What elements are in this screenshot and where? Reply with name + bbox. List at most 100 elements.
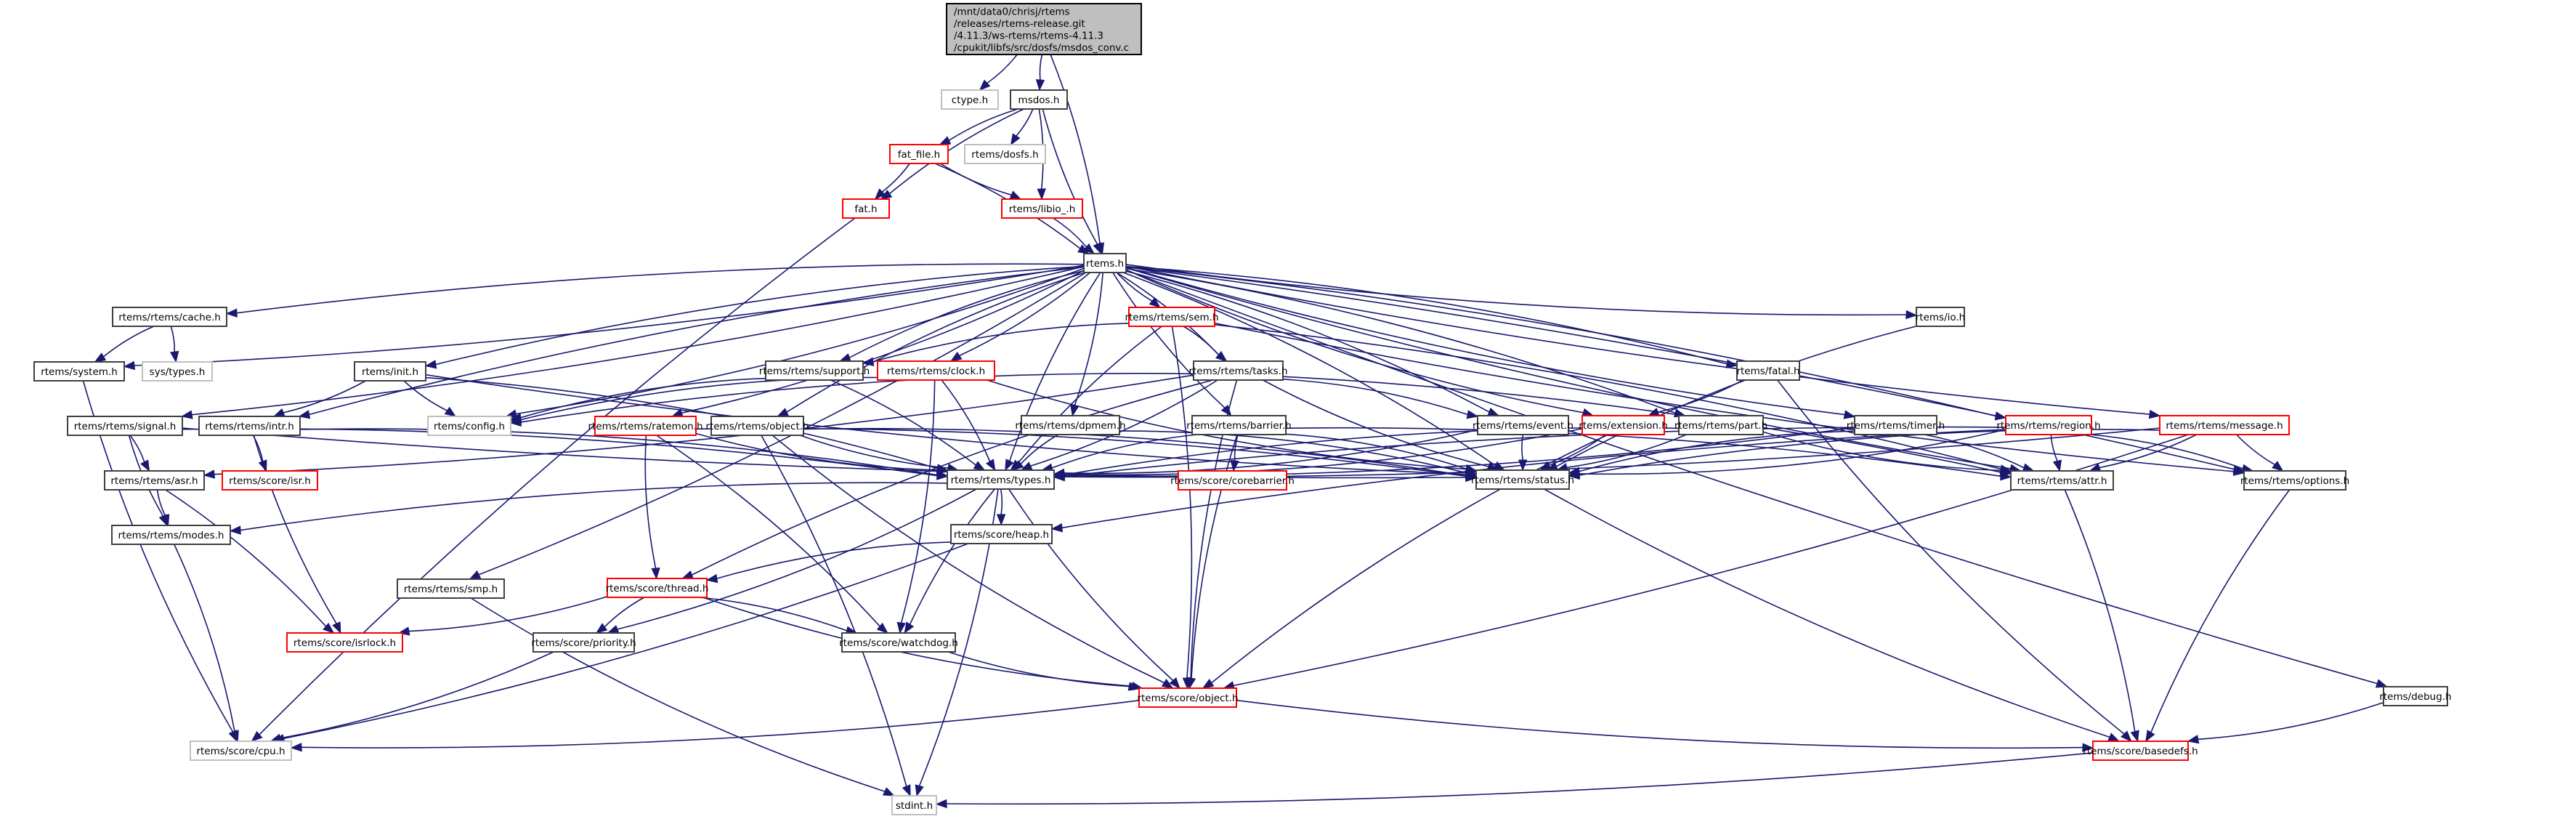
edge-line: [656, 435, 880, 627]
node-rtems[interactable]: rtems.h: [1083, 253, 1127, 273]
edge-line: [1544, 488, 2110, 738]
node-box: [842, 198, 890, 219]
node-label: rtems/rtems/tasks.h: [1188, 366, 1287, 377]
node-box: [198, 416, 301, 436]
edge-line: [941, 379, 991, 462]
node-signal[interactable]: rtems/rtems/signal.h: [67, 416, 183, 436]
node-box: [142, 361, 213, 382]
node-smp[interactable]: rtems/rtems/smp.h: [397, 578, 505, 599]
node-ratemon[interactable]: rtems/rtems/ratemon.h: [588, 416, 703, 436]
node-priority[interactable]: rtems/score/priority.h: [531, 632, 636, 653]
node-basedefs[interactable]: rtems/score/basedefs.h: [2083, 741, 2198, 761]
node-corebarrier[interactable]: rtems/score/corebarrier.h: [1170, 470, 1295, 491]
node-modes[interactable]: rtems/rtems/modes.h: [111, 525, 231, 545]
node-ctype: ctype.h: [941, 89, 999, 110]
arrowhead-icon: [1999, 466, 2012, 475]
edge-line: [699, 597, 847, 632]
node-options[interactable]: rtems/rtems/options.h: [2240, 470, 2349, 491]
edge-tasks-to-config: [509, 373, 1194, 427]
node-sem[interactable]: rtems/rtems/sem.h: [1125, 307, 1219, 327]
node-label: rtems/rtems/signal.h: [74, 421, 177, 432]
node-isr[interactable]: rtems/score/isr.h: [222, 470, 318, 491]
edge-support-to-types: [830, 379, 986, 471]
node-label: rtems/rtems/attr.h: [2017, 475, 2107, 487]
node-box: [1178, 470, 1287, 491]
node-types[interactable]: rtems/rtems/types.h: [947, 469, 1055, 490]
node-box: [190, 741, 292, 761]
node-box: [941, 89, 999, 110]
edge-line: [872, 323, 1130, 363]
node-root[interactable]: /mnt/data0/chrisj/rtems/releases/rtems-r…: [946, 3, 1142, 55]
arrowhead-icon: [838, 353, 851, 362]
node-status[interactable]: rtems/rtems/status.h: [1471, 469, 1574, 490]
edge-line: [2198, 701, 2384, 741]
node-clock[interactable]: rtems/rtems/clock.h: [877, 360, 995, 381]
node-label: rtems/rtems/support.h: [759, 366, 870, 377]
arrowhead-icon: [2187, 735, 2200, 744]
arrowhead-icon: [469, 570, 482, 580]
node-attr[interactable]: rtems/rtems/attr.h: [2010, 470, 2114, 491]
arrowhead-icon: [1035, 79, 1045, 92]
node-io[interactable]: rtems/io.h: [1916, 307, 1966, 327]
node-box: [67, 416, 183, 436]
node-extension[interactable]: rtems/extension.h: [1579, 415, 1668, 435]
node-box: [607, 578, 708, 598]
node-libio[interactable]: rtems/libio_.h: [1001, 198, 1083, 219]
node-region[interactable]: rtems/rtems/region.h: [1996, 415, 2101, 435]
node-tasks[interactable]: rtems/rtems/tasks.h: [1188, 360, 1288, 381]
node-init[interactable]: rtems/init.h: [354, 361, 426, 382]
edge-line: [173, 544, 235, 732]
edge-ratemon-to-watchdog: [656, 435, 888, 634]
edge-region-to-heap: [1050, 429, 2006, 533]
edge-line: [1236, 699, 2083, 749]
edge-line: [947, 651, 1130, 687]
node-barrier[interactable]: rtems/rtems/barrier.h: [1186, 415, 1292, 435]
edge-types-to-heap: [996, 488, 1006, 526]
node-event[interactable]: rtems/rtems/event.h: [1473, 415, 1573, 435]
node-label: stdint.h: [896, 800, 933, 812]
edge-intr-to-types: [299, 428, 949, 480]
node-asr[interactable]: rtems/rtems/asr.h: [104, 470, 205, 491]
node-box: [1475, 469, 1570, 490]
node-thread[interactable]: rtems/score/thread.h: [606, 578, 709, 598]
node-fatal[interactable]: rtems/fatal.h: [1736, 360, 1800, 381]
node-isrlock[interactable]: rtems/score/isrlock.h: [286, 632, 403, 653]
node-part[interactable]: rtems/rtems/part.h: [1674, 415, 1767, 435]
node-msdos[interactable]: msdos.h: [1010, 89, 1068, 110]
arrowhead-icon: [140, 459, 150, 472]
node-box: [1138, 687, 1237, 708]
node-cache[interactable]: rtems/rtems/cache.h: [112, 307, 227, 327]
edge-line: [259, 217, 856, 735]
node-support[interactable]: rtems/rtems/support.h: [759, 360, 870, 381]
node-system[interactable]: rtems/system.h: [33, 361, 125, 382]
node-object-s[interactable]: rtems/score/object.h: [1137, 687, 1239, 708]
node-label: rtems/io.h: [1916, 312, 1966, 323]
edge-line: [1211, 434, 1609, 684]
edge-line: [1214, 324, 2001, 470]
node-box: [2005, 415, 2092, 435]
node-box: [964, 144, 1046, 164]
node-label: rtems/fatal.h: [1736, 366, 1799, 377]
node-intr[interactable]: rtems/rtems/intr.h: [198, 416, 301, 436]
arrowhead-icon: [1568, 470, 1580, 480]
node-dpmem[interactable]: rtems/rtems/dpmem.h: [1015, 415, 1126, 435]
node-timer[interactable]: rtems/rtems/timer.h: [1847, 415, 1945, 435]
node-label: fat.h: [854, 203, 877, 215]
edge-line: [888, 108, 1024, 195]
node-message[interactable]: rtems/rtems/message.h: [2159, 415, 2290, 435]
node-watchdog[interactable]: rtems/score/watchdog.h: [839, 632, 958, 653]
edge-line: [1030, 379, 1218, 467]
node-heap[interactable]: rtems/score/heap.h: [950, 524, 1053, 544]
edge-line: [2050, 434, 2058, 461]
node-fat-file[interactable]: fat_file.h: [889, 144, 949, 164]
node-fat[interactable]: fat.h: [842, 198, 890, 219]
edge-line: [948, 108, 1018, 141]
edge-root-to-ctype: [979, 54, 1018, 91]
node-debug[interactable]: rtems/debug.h: [2379, 686, 2452, 706]
node-object-r[interactable]: rtems/rtems/object.h: [705, 416, 809, 436]
edge-line: [1521, 434, 1524, 461]
edge-asr-to-modes: [156, 489, 170, 527]
edge-line: [1125, 266, 2235, 470]
edge-extension-to-object_s: [1202, 434, 1609, 689]
edge-line: [2150, 489, 2291, 733]
